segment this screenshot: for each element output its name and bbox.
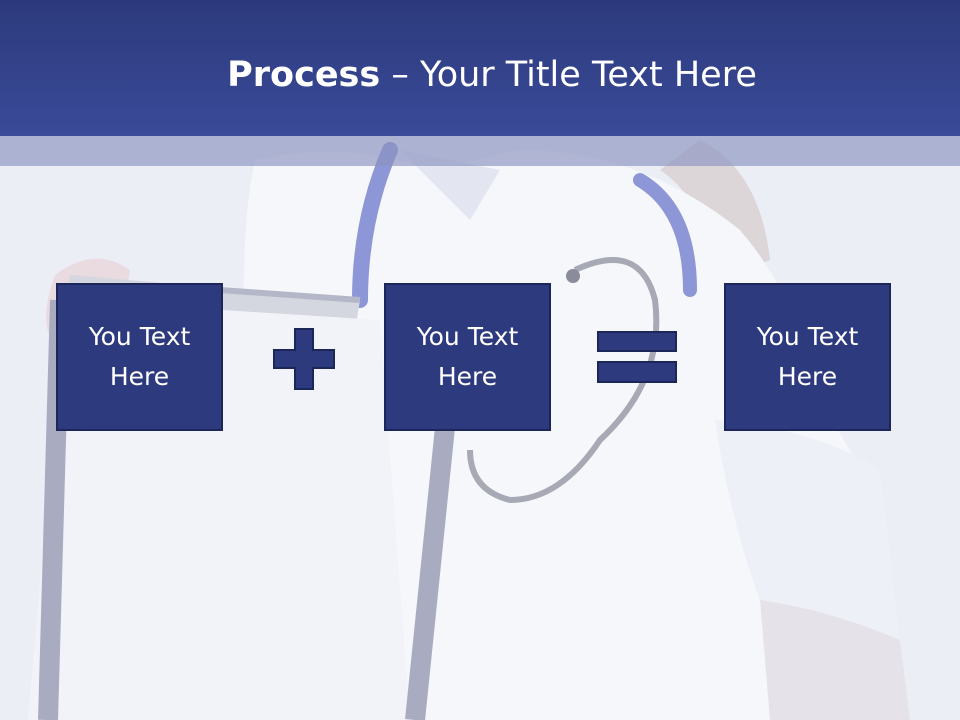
plus-icon <box>273 328 335 390</box>
slide-title-bold: Process <box>227 55 381 95</box>
process-box-3-text: You Text Here <box>756 322 859 391</box>
slide-title-rest: – Your Title Text Here <box>380 55 757 95</box>
process-box-1-text: You Text Here <box>88 322 191 391</box>
equals-icon <box>597 331 677 383</box>
process-box-3[interactable]: You Text Here <box>724 283 891 431</box>
title-bar-band <box>0 136 960 166</box>
title-bar <box>0 0 960 136</box>
slide-title[interactable]: Process – Your Title Text Here <box>0 52 960 98</box>
process-box-2-text: You Text Here <box>416 322 519 391</box>
process-box-2[interactable]: You Text Here <box>384 283 551 431</box>
process-box-1[interactable]: You Text Here <box>56 283 223 431</box>
